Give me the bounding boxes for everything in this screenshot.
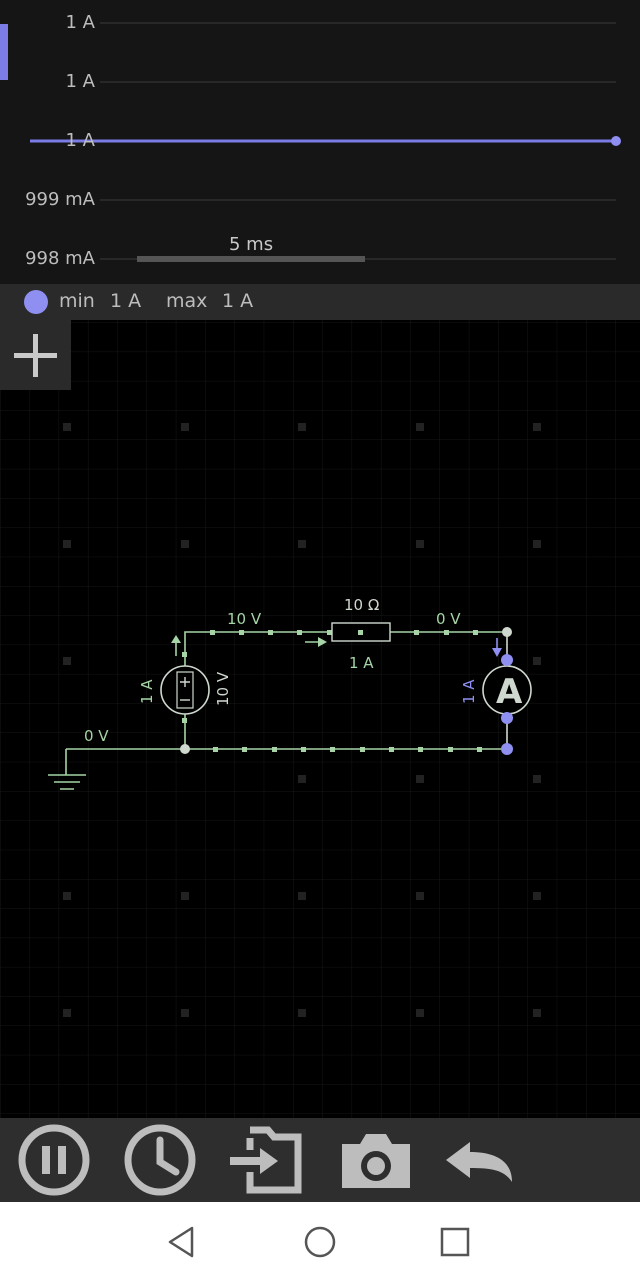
- add-component-button[interactable]: [0, 320, 71, 390]
- y-label-5: 998 mA: [25, 248, 95, 269]
- scope-selection-indicator: [0, 24, 8, 80]
- ammeter-current: 1 A: [460, 679, 478, 704]
- right-top-voltage: 0 V: [436, 610, 461, 628]
- ground-voltage: 0 V: [84, 727, 109, 745]
- resistor-current: 1 A: [349, 654, 374, 672]
- y-label-2: 1 A: [65, 71, 96, 92]
- legend-min-label: min: [59, 290, 95, 312]
- system-navigation-bar: [0, 1202, 640, 1280]
- trace-color-dot[interactable]: [24, 290, 48, 314]
- y-label-1: 1 A: [65, 12, 96, 33]
- resistor-value: 10 Ω: [344, 596, 379, 614]
- ground-node[interactable]: [180, 744, 190, 754]
- voltage-source[interactable]: [160, 635, 210, 715]
- legend-max-value: 1 A: [222, 290, 254, 312]
- legend-min-value: 1 A: [110, 290, 142, 312]
- recents-icon[interactable]: [433, 1220, 477, 1264]
- circuit-canvas[interactable]: 10 V 0 V 10 Ω 1 A 0 V 1 A 10 V 1 A A: [0, 320, 640, 1118]
- back-icon[interactable]: [160, 1220, 204, 1264]
- timebar: [137, 256, 365, 262]
- source-top-voltage: 10 V: [227, 610, 262, 628]
- timebar-label: 5 ms: [229, 234, 274, 255]
- clock-icon[interactable]: [122, 1124, 198, 1196]
- source-label: 10 V: [214, 671, 232, 706]
- circuit-drawing[interactable]: 10 V 0 V 10 Ω 1 A 0 V 1 A 10 V 1 A A: [0, 320, 640, 1118]
- scope-legend: [0, 284, 640, 320]
- scope-trace-end: [611, 136, 621, 146]
- legend-max-label: max: [166, 290, 208, 312]
- scope-grid: [30, 22, 621, 262]
- pause-icon[interactable]: [16, 1124, 92, 1196]
- camera-icon[interactable]: [338, 1124, 414, 1196]
- y-label-3: 1 A: [65, 130, 96, 151]
- grid-nodes: [63, 423, 541, 1017]
- home-icon[interactable]: [298, 1220, 342, 1264]
- current-dots: [182, 630, 482, 752]
- ammeter-symbol: A: [496, 672, 523, 712]
- oscilloscope-panel[interactable]: 1 A 1 A 1 A 999 mA 998 mA 5 ms: [0, 0, 640, 284]
- bottom-toolbar: [0, 1118, 640, 1202]
- source-current: 1 A: [138, 679, 156, 704]
- undo-icon[interactable]: [442, 1124, 518, 1196]
- export-icon[interactable]: [228, 1124, 304, 1196]
- resistor[interactable]: [305, 622, 391, 647]
- ammeter[interactable]: [482, 632, 532, 755]
- y-label-4: 999 mA: [25, 189, 95, 210]
